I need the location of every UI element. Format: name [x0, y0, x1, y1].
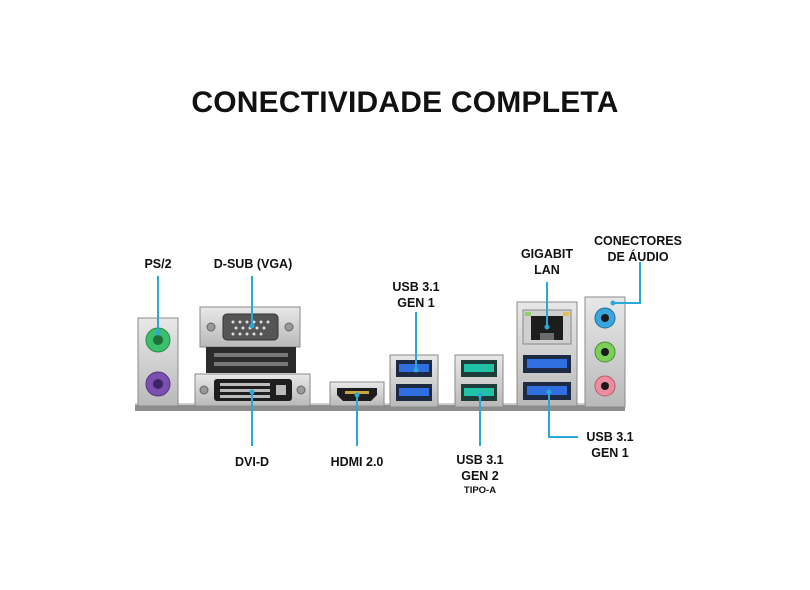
usb-gen1-stack-center	[389, 354, 439, 408]
audio-jacks	[584, 296, 626, 408]
label-usb-right-line2: GEN 1	[591, 446, 629, 460]
label-dsub-vga: D-SUB (VGA)	[213, 257, 293, 271]
io-shield-base	[135, 405, 625, 411]
label-hdmi: HDMI 2.0	[330, 455, 384, 469]
label-usb-top-line1: USB 3.1	[392, 280, 440, 294]
label-usb-right-line1: USB 3.1	[586, 430, 634, 444]
leader-lines	[157, 262, 641, 446]
label-usb-top-line2: GEN 1	[397, 296, 435, 310]
ps2-port-group	[137, 317, 179, 407]
hdmi-port	[329, 381, 385, 407]
label-ps2: PS/2	[144, 257, 172, 271]
label-audio-line1: CONECTORES	[594, 234, 682, 248]
label-usb-gen2-line2: GEN 2	[461, 469, 499, 483]
label-usb-gen2-line3: TIPO-A	[463, 485, 497, 496]
label-gigabit-line1: GIGABIT	[520, 247, 574, 261]
label-audio-line2: DE ÁUDIO	[607, 250, 669, 264]
label-usb-gen2-line1: USB 3.1	[456, 453, 504, 467]
label-gigabit-line2: LAN	[534, 263, 560, 277]
page-title: CONECTIVIDADE COMPLETA	[191, 86, 619, 119]
label-dvid: DVI-D	[234, 455, 270, 469]
